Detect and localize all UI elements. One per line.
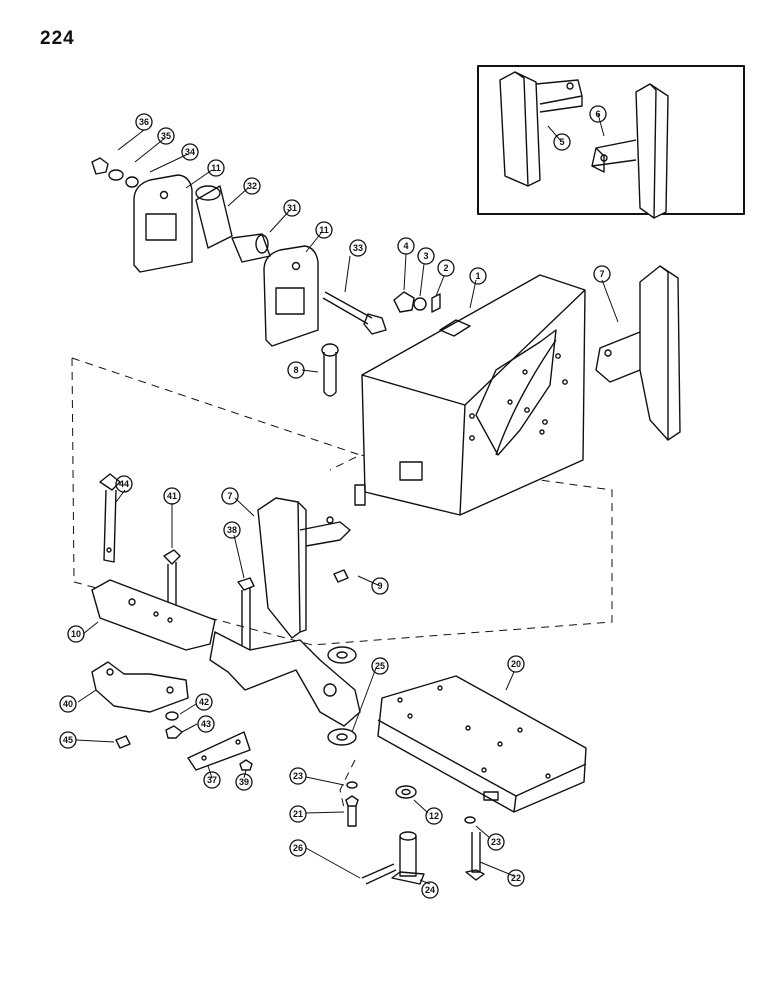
callout-42-label: 42 xyxy=(199,697,209,707)
callout-22-label: 22 xyxy=(511,873,521,883)
callout-43-label: 43 xyxy=(201,719,211,729)
callout-leaders xyxy=(75,113,619,885)
callout-45: 45 xyxy=(59,731,77,749)
support-bracket-right xyxy=(595,265,681,441)
callout-26: 26 xyxy=(289,839,307,857)
callout-5-label: 5 xyxy=(559,137,564,147)
callout-38: 38 xyxy=(223,521,241,539)
callout-20: 20 xyxy=(507,655,525,673)
callout-31-label: 31 xyxy=(287,203,297,213)
callout-2: 2 xyxy=(437,259,455,277)
callout-23a-label: 23 xyxy=(293,771,303,781)
base-plate-20 xyxy=(377,675,587,813)
callout-44: 44 xyxy=(115,475,133,493)
callout-45-label: 45 xyxy=(63,735,73,745)
callout-41: 41 xyxy=(163,487,181,505)
washer-nut-set xyxy=(393,291,441,313)
phantom-outline xyxy=(71,357,613,813)
callout-42: 42 xyxy=(195,693,213,711)
callout-35: 35 xyxy=(157,127,175,145)
drawbar-support-housing xyxy=(354,274,586,516)
callout-23b-label: 23 xyxy=(491,837,501,847)
callout-37: 37 xyxy=(203,771,221,789)
callout-11b: 11 xyxy=(315,221,333,239)
callout-22: 22 xyxy=(507,869,525,887)
callout-12-label: 12 xyxy=(429,811,439,821)
callout-1-label: 1 xyxy=(475,271,480,281)
callout-44-label: 44 xyxy=(119,479,129,489)
callout-39-label: 39 xyxy=(239,777,249,787)
callout-31: 31 xyxy=(283,199,301,217)
callout-10-label: 10 xyxy=(71,629,81,639)
callout-34: 34 xyxy=(181,143,199,161)
callout-40-label: 40 xyxy=(63,699,73,709)
callout-11a-label: 11 xyxy=(211,163,221,173)
callout-36-label: 36 xyxy=(139,117,149,127)
callout-4: 4 xyxy=(397,237,415,255)
callout-23b: 23 xyxy=(487,833,505,851)
callout-7b: 7 xyxy=(221,487,239,505)
callouts: 36 35 34 11 32 31 11 33 4 3 2 1 5 6 7 8 … xyxy=(59,105,611,899)
callout-34-label: 34 xyxy=(185,147,195,157)
callout-32: 32 xyxy=(243,177,261,195)
callout-6-label: 6 xyxy=(595,109,600,119)
callout-24-label: 24 xyxy=(425,885,435,895)
callout-21-label: 21 xyxy=(293,809,303,819)
callout-4-label: 4 xyxy=(403,241,408,251)
callout-2-label: 2 xyxy=(443,263,448,273)
callout-32-label: 32 xyxy=(247,181,257,191)
callout-39: 39 xyxy=(235,773,253,791)
callout-43: 43 xyxy=(197,715,215,733)
pin-and-bolts-bottom xyxy=(345,781,485,885)
callout-8: 8 xyxy=(287,361,305,379)
callout-35-label: 35 xyxy=(161,131,171,141)
callout-5: 5 xyxy=(553,133,571,151)
callout-33: 33 xyxy=(349,239,367,257)
pin-44 xyxy=(99,473,121,563)
callout-7a: 7 xyxy=(593,265,611,283)
small-hardware-lower xyxy=(115,569,349,771)
callout-41-label: 41 xyxy=(167,491,177,501)
bolt-33 xyxy=(322,291,387,335)
callout-25: 25 xyxy=(371,657,389,675)
callout-3: 3 xyxy=(417,247,435,265)
pin-8 xyxy=(321,343,339,397)
inset-detail xyxy=(477,65,745,219)
callout-1: 1 xyxy=(469,267,487,285)
callout-25-label: 25 xyxy=(375,661,385,671)
lug-plates xyxy=(133,174,319,347)
callout-8-label: 8 xyxy=(293,365,298,375)
callout-11b-label: 11 xyxy=(319,225,329,235)
callout-9-label: 9 xyxy=(377,581,382,591)
page-number: 224 xyxy=(40,28,75,49)
drawbar-10 xyxy=(91,579,361,727)
drawbar-bracket-40 xyxy=(91,661,189,713)
callout-6: 6 xyxy=(589,105,607,123)
callout-7b-label: 7 xyxy=(227,491,232,501)
callout-33-label: 33 xyxy=(353,243,363,253)
callout-11a: 11 xyxy=(207,159,225,177)
callout-40: 40 xyxy=(59,695,77,713)
callout-7a-label: 7 xyxy=(599,269,604,279)
callout-37-label: 37 xyxy=(207,775,217,785)
callout-38-label: 38 xyxy=(227,525,237,535)
callout-23a: 23 xyxy=(289,767,307,785)
callout-21: 21 xyxy=(289,805,307,823)
small-hardware-top xyxy=(91,157,139,188)
callout-10: 10 xyxy=(67,625,85,643)
callout-20-label: 20 xyxy=(511,659,521,669)
bushing-and-pin xyxy=(195,185,271,263)
callout-26-label: 26 xyxy=(293,843,303,853)
callout-36: 36 xyxy=(135,113,153,131)
callout-3-label: 3 xyxy=(423,251,428,261)
callout-12: 12 xyxy=(425,807,443,825)
washers-25 xyxy=(327,646,357,746)
callout-9: 9 xyxy=(371,577,389,595)
support-bracket-lower xyxy=(257,497,351,639)
callout-24: 24 xyxy=(421,881,439,899)
